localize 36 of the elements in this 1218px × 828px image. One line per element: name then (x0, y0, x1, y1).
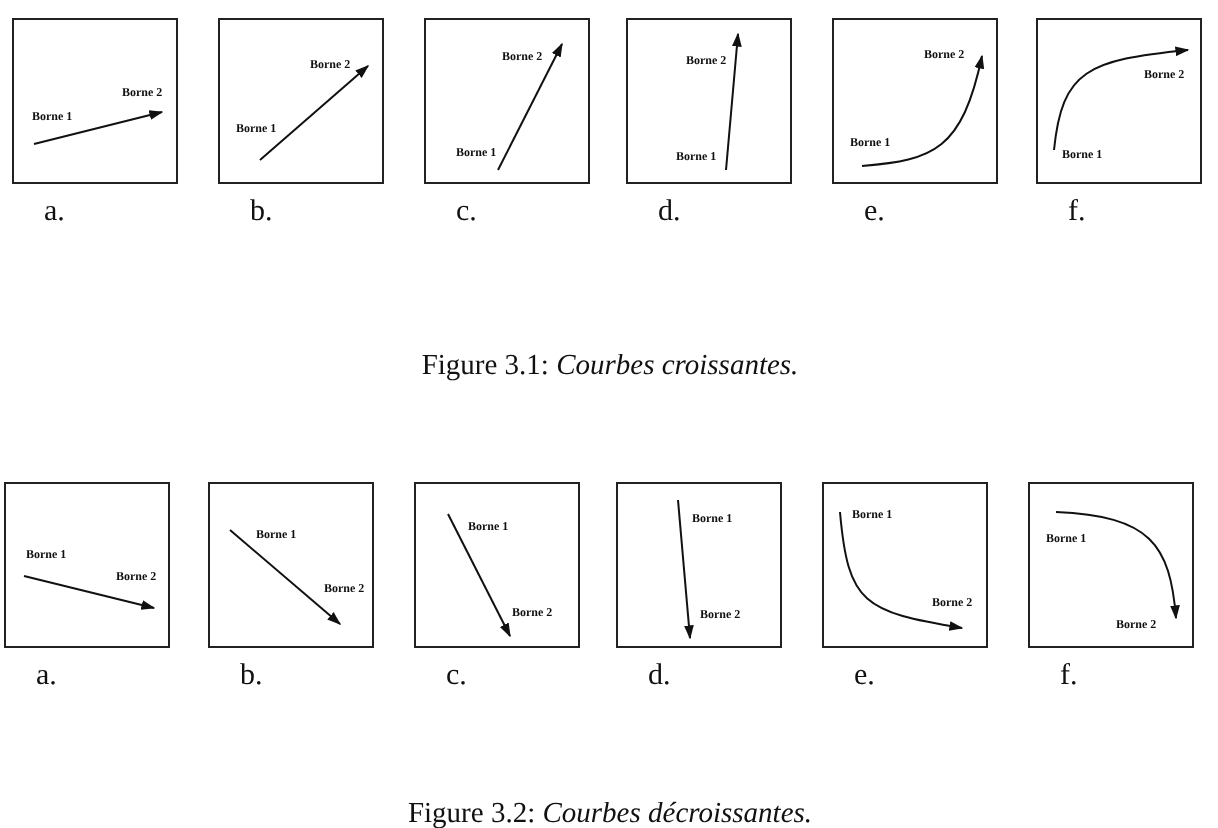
panel-letter: c. (446, 662, 467, 692)
curve-arrow (677, 499, 694, 640)
panel-letter: a. (44, 198, 65, 228)
curve-arrow (861, 54, 984, 167)
curve-arrow (23, 575, 156, 610)
curve-arrow (497, 42, 563, 171)
panel-letter: f. (1060, 662, 1078, 692)
figure-caption: Figure 3.1: Courbes croissantes. (421, 352, 799, 381)
curve-arrow (229, 529, 342, 625)
panel-letter: c. (456, 198, 477, 228)
panel-letter: f. (1068, 198, 1086, 228)
panel-letter: e. (864, 198, 885, 228)
panel-letter: d. (658, 198, 681, 228)
graph-frame (822, 482, 988, 648)
graph-frame (626, 18, 792, 184)
graph-frame (1036, 18, 1202, 184)
graph-frame (12, 18, 178, 184)
curve-arrow (725, 32, 742, 171)
graph-frame (1028, 482, 1194, 648)
panel-letter: b. (250, 198, 273, 228)
graph-frame (218, 18, 384, 184)
panel-letter: d. (648, 662, 671, 692)
panel-letter: b. (240, 662, 263, 692)
curve-arrow (839, 511, 964, 631)
curve-arrow (259, 65, 370, 161)
graph-frame (832, 18, 998, 184)
graph-frame (414, 482, 580, 648)
panel-letter: e. (854, 662, 875, 692)
figure-caption: Figure 3.2: Courbes décroissantes. (407, 800, 813, 828)
graph-frame (208, 482, 374, 648)
graph-frame (616, 482, 782, 648)
panel-letter: a. (36, 662, 57, 692)
graph-frame (424, 18, 590, 184)
graph-frame (4, 482, 170, 648)
curve-arrow (1055, 511, 1180, 620)
curve-arrow (33, 110, 164, 145)
